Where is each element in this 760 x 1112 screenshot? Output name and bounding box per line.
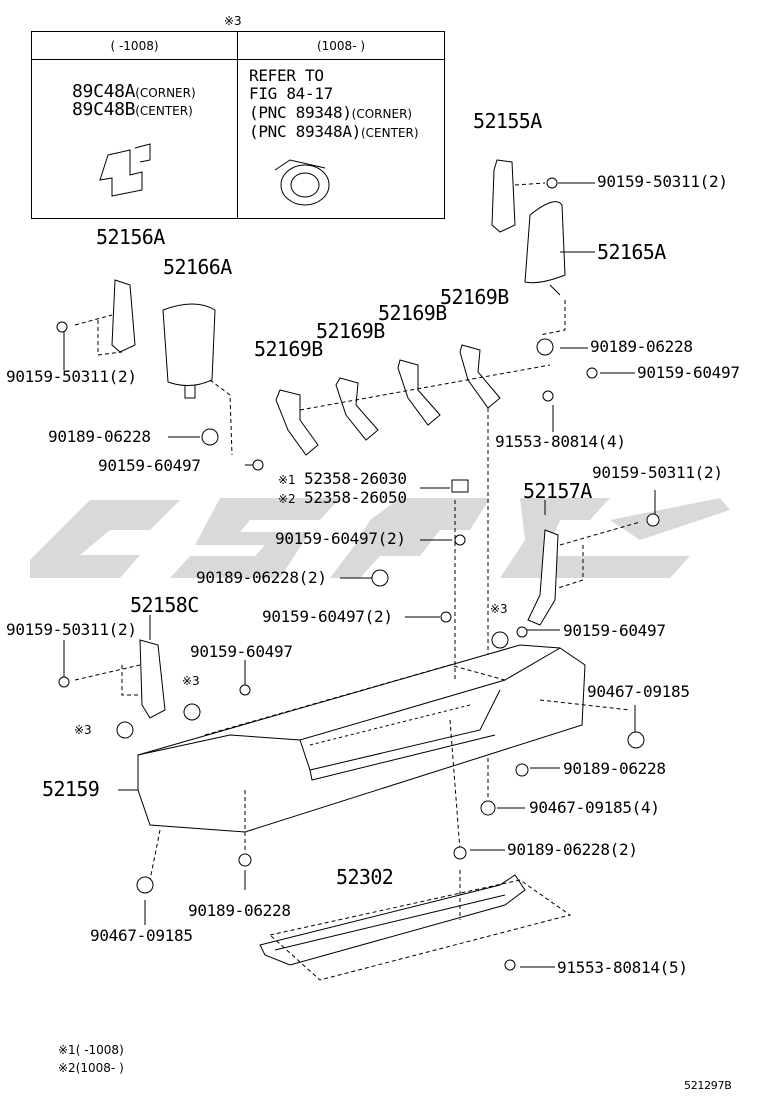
- label-52159[interactable]: 52159: [42, 777, 100, 801]
- ref-divider: [237, 32, 238, 218]
- leader-lines: [63, 182, 656, 968]
- ref-col-right-header: (1008- ): [237, 32, 445, 60]
- watermark-logo: [30, 498, 730, 578]
- footnote-1-text: ( -1008): [75, 1043, 124, 1057]
- part-52156A-shape: [74, 279, 136, 356]
- ref-refer-to: REFER TO: [249, 66, 324, 85]
- clip-89c48-illustration: [99, 143, 151, 197]
- label-52156A[interactable]: 52156A: [96, 225, 165, 249]
- footnote-2: ※2(1008- ): [58, 1061, 124, 1075]
- label-90189-06228-r2[interactable]: 90189-06228: [563, 759, 666, 778]
- footnote-1: ※1( -1008): [58, 1043, 124, 1057]
- footnote-2-text: (1008- ): [75, 1061, 124, 1075]
- label-52169B-d[interactable]: 52169B: [440, 285, 509, 309]
- label-90159-50311-right[interactable]: 90159-50311(2): [592, 463, 723, 482]
- label-90189-06228-2-a[interactable]: 90189-06228(2): [196, 568, 327, 587]
- label-90159-60497-r1[interactable]: 90159-60497: [637, 363, 740, 382]
- label-52165A[interactable]: 52165A: [597, 240, 666, 264]
- label-52157A[interactable]: 52157A: [523, 479, 592, 503]
- ref-part-code: 89C48A: [72, 81, 136, 102]
- part-52302-panel-shape: [259, 874, 572, 981]
- part-52157A-shape: [527, 521, 641, 626]
- reference-table: ( -1008) (1008- ) 89C48A(CORNER) 89C48B(…: [31, 31, 445, 219]
- ref-pnc-89348a[interactable]: (PNC 89348A)(CENTER): [249, 122, 419, 143]
- label-52155A[interactable]: 52155A: [473, 109, 542, 133]
- footnote-2-mark: ※2: [58, 1061, 76, 1075]
- figure-id: 521297B: [684, 1079, 732, 1092]
- marker-3-b: ※3: [182, 674, 200, 688]
- sensor-89348-illustration: [274, 159, 330, 206]
- fastener-icons: [56, 177, 660, 971]
- ref-part-code: 89C48B: [72, 99, 136, 120]
- label-90467-09185-bot[interactable]: 90467-09185: [90, 926, 193, 945]
- label-90189-06228-l1[interactable]: 90189-06228: [48, 427, 151, 446]
- ref-part-89c48a[interactable]: 89C48A(CORNER): [72, 82, 196, 103]
- label-91553-80814-4[interactable]: 91553-80814(4): [495, 432, 626, 451]
- footnote-marker-2: ※2: [278, 492, 296, 506]
- part-52159-bumper-shape: [137, 644, 586, 833]
- label-90159-50311-left[interactable]: 90159-50311(2): [6, 367, 137, 386]
- ref-box-marker: ※3: [224, 14, 242, 28]
- label-90159-60497-2-a[interactable]: 90159-60497(2): [275, 529, 406, 548]
- part-52165A-shape: [524, 201, 566, 336]
- label-90189-06228-2-b[interactable]: 90189-06228(2): [507, 840, 638, 859]
- part-52169B-shapes: [275, 344, 551, 800]
- label-90159-60497-mid[interactable]: 90159-60497: [190, 642, 293, 661]
- label-52169B-c[interactable]: 52169B: [378, 301, 447, 325]
- label-52358-26050[interactable]: 52358-26050: [304, 488, 407, 507]
- label-90467-09185-4[interactable]: 90467-09185(4): [529, 798, 660, 817]
- label-90159-50311-top[interactable]: 90159-50311(2): [597, 172, 728, 191]
- ref-pnc-text: (PNC 89348): [249, 103, 352, 122]
- label-52169B-b[interactable]: 52169B: [316, 319, 385, 343]
- part-52158C-shape: [74, 639, 166, 719]
- marker-3-a: ※3: [490, 602, 508, 616]
- label-90159-60497-r2[interactable]: 90159-60497: [563, 621, 666, 640]
- ref-pnc-text: (PNC 89348A): [249, 122, 361, 141]
- ref-pnc-note: (CENTER): [361, 126, 419, 140]
- label-90467-09185-r[interactable]: 90467-09185: [587, 682, 690, 701]
- label-90159-60497-2-b[interactable]: 90159-60497(2): [262, 607, 393, 626]
- label-52358-26030[interactable]: 52358-26030: [304, 469, 407, 488]
- ref-part-89c48b[interactable]: 89C48B(CENTER): [72, 100, 193, 121]
- label-52166A[interactable]: 52166A: [163, 255, 232, 279]
- marker-3-c: ※3: [74, 723, 92, 737]
- ref-part-note: (CENTER): [135, 104, 193, 118]
- ref-pnc-note: (CORNER): [351, 107, 413, 121]
- ref-pnc-89348[interactable]: (PNC 89348)(CORNER): [249, 103, 412, 124]
- label-52169B-a[interactable]: 52169B: [254, 337, 323, 361]
- label-90189-06228-r1[interactable]: 90189-06228: [590, 337, 693, 356]
- diagram-lines: [56, 143, 660, 981]
- ref-col-left-header: ( -1008): [32, 32, 237, 60]
- footnote-1-mark: ※1: [58, 1043, 76, 1057]
- ref-part-note: (CORNER): [135, 86, 196, 100]
- label-90159-60497-l1[interactable]: 90159-60497: [98, 456, 201, 475]
- footnote-marker-1: ※1: [278, 473, 296, 487]
- part-52166A-shape: [162, 303, 233, 456]
- label-90159-50311-low[interactable]: 90159-50311(2): [6, 620, 137, 639]
- label-90189-06228-bot[interactable]: 90189-06228: [188, 901, 291, 920]
- part-52155A-shape: [491, 159, 546, 233]
- label-52302[interactable]: 52302: [336, 865, 394, 889]
- ref-fig-link[interactable]: FIG 84-17: [249, 84, 333, 103]
- label-91553-80814-5[interactable]: 91553-80814(5): [557, 958, 688, 977]
- label-52158C[interactable]: 52158C: [130, 593, 199, 617]
